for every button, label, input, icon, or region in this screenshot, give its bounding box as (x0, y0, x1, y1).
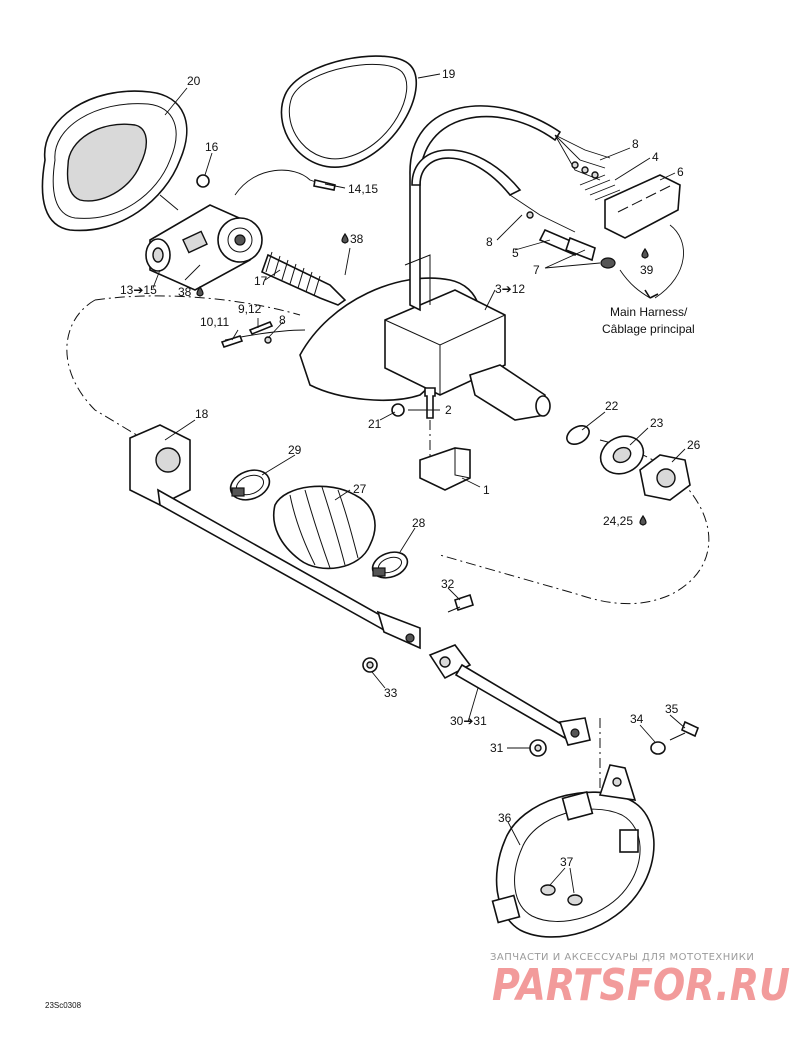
part-20-housing (41, 90, 188, 232)
label-22: 22 (605, 399, 619, 413)
part-8-seals (264, 161, 599, 344)
label-31: 31 (490, 741, 504, 755)
label-5: 5 (512, 246, 519, 260)
harness-wires (224, 134, 611, 341)
part-10-pin (220, 335, 244, 348)
part-29-clamp (229, 469, 271, 501)
label-8c: 8 (279, 313, 286, 327)
label-3-12: 3➔12 (495, 282, 525, 296)
oil-drop-icon (641, 247, 649, 259)
part-9-pin (248, 320, 274, 336)
main-harness-arrows (619, 224, 684, 299)
part-1-bracket (419, 447, 471, 491)
oil-drop-icon (341, 232, 349, 244)
label-17: 17 (254, 274, 268, 288)
part-18-shaft (129, 424, 421, 650)
part-22-oring (566, 425, 590, 445)
label-9-12: 9,12 (238, 302, 262, 316)
harness-note-line2: Câblage principal (602, 322, 695, 336)
label-38a: 38 (350, 232, 364, 246)
part-35-bolt (669, 720, 700, 741)
label-33: 33 (384, 686, 398, 700)
label-39: 39 (640, 263, 654, 277)
label-8b: 8 (486, 235, 493, 249)
drawing-code: 23Sc0308 (45, 1001, 82, 1010)
label-21: 21 (368, 417, 382, 431)
part-14-terminal (313, 179, 336, 191)
part-23-washer (599, 435, 645, 475)
part-27-boot (273, 485, 376, 570)
leader-lines (152, 73, 686, 894)
label-8a: 8 (632, 137, 639, 151)
label-30-31: 30➔31 (450, 714, 487, 728)
part-26-nut (639, 454, 691, 501)
label-35: 35 (665, 702, 679, 716)
label-26: 26 (687, 438, 701, 452)
label-24-25: 24,25 (603, 514, 633, 528)
part-5-connector (538, 228, 596, 262)
label-29: 29 (288, 443, 302, 457)
label-37: 37 (560, 855, 574, 869)
label-27: 27 (353, 482, 367, 496)
part-17-spring (261, 251, 347, 306)
part-39-grommet (600, 257, 616, 269)
label-16: 16 (205, 140, 219, 154)
label-19: 19 (442, 67, 456, 81)
harness-note-line1: Main Harness/ (610, 305, 688, 319)
part-32-bolt (447, 593, 474, 613)
part-30-link-rod (428, 644, 591, 746)
label-20: 20 (187, 74, 201, 88)
part-31-nut (529, 739, 547, 757)
outline-dashed-right (439, 479, 710, 605)
part-36-ring-bracket (491, 764, 655, 938)
part-13-motor (145, 204, 263, 291)
outline-dashed-loop (66, 299, 146, 441)
part-2-screw (424, 387, 436, 419)
part-16-nut (196, 174, 210, 188)
label-2: 2 (445, 403, 452, 417)
label-23: 23 (650, 416, 664, 430)
label-34: 34 (630, 712, 644, 726)
label-13-15: 13➔15 (120, 283, 157, 297)
outline-dashed-top (94, 295, 301, 316)
label-38b: 38 (178, 285, 192, 299)
part-6-connector (604, 174, 681, 239)
label-18: 18 (195, 407, 209, 421)
label-1: 1 (483, 483, 490, 497)
part-34-washer (650, 741, 666, 755)
part-21-nut (391, 403, 405, 417)
label-7: 7 (533, 263, 540, 277)
part-37-grommets (540, 884, 583, 906)
label-36: 36 (498, 811, 512, 825)
part-33-nut (362, 657, 378, 673)
label-14-15: 14,15 (348, 182, 378, 196)
part-28-clamp (371, 551, 409, 579)
label-4: 4 (652, 150, 659, 164)
label-6: 6 (677, 165, 684, 179)
label-32: 32 (441, 577, 455, 591)
label-10-11: 10,11 (200, 315, 229, 329)
watermark-logo: PARTSFOR.RU (492, 960, 790, 1011)
part-19-belt (280, 55, 418, 168)
label-28: 28 (412, 516, 426, 530)
watermark-tagline: ЗАПЧАСТИ И АКСЕССУАРЫ ДЛЯ МОТОТЕХНИКИ (490, 952, 754, 963)
part-3-gearbox (299, 105, 562, 421)
part-4-terminals (579, 174, 621, 201)
oil-drop-icon (639, 514, 647, 526)
oil-drop-icon (196, 285, 204, 297)
